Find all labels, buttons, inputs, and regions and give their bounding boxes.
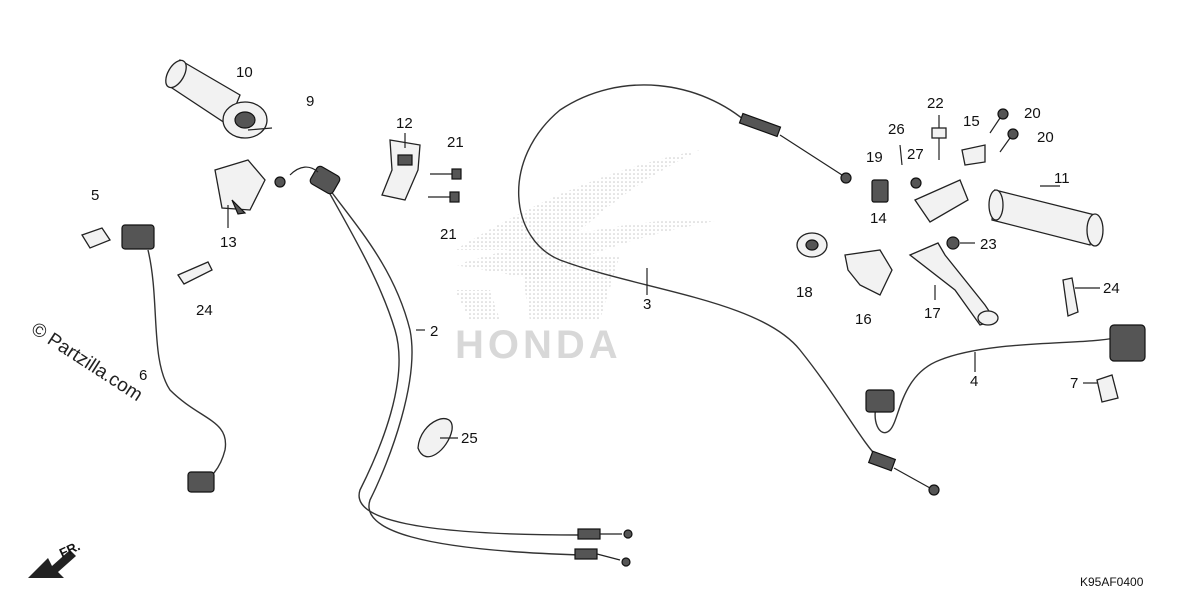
callout-4: 4 (970, 373, 978, 390)
bolt-20-lower (999, 128, 1019, 153)
cable-adjuster (274, 165, 341, 195)
callout-20-upper: 20 (1024, 105, 1041, 122)
throttle-housing-cover (214, 159, 266, 215)
nut-27 (910, 177, 922, 189)
callout-21-lower: 21 (440, 226, 457, 243)
honda-logo-text: HONDA (455, 323, 622, 367)
callout-16: 16 (855, 311, 872, 328)
left-switch-unit (1109, 324, 1146, 362)
callout-3: 3 (643, 296, 651, 313)
callout-10: 10 (236, 64, 253, 81)
callout-18: 18 (796, 284, 813, 301)
callout-17: 17 (924, 305, 941, 322)
throttle-housing (381, 139, 421, 201)
callout-6: 6 (139, 367, 147, 384)
lever-holder-16 (844, 249, 893, 296)
throttle-tube (222, 101, 268, 139)
callout-5: 5 (91, 187, 99, 204)
throttle-cable-b (329, 189, 581, 556)
partzilla-watermark: © Partzilla.com (27, 319, 146, 406)
clamp-5 (81, 227, 111, 249)
adjuster-19 (871, 179, 889, 203)
callout-23: 23 (980, 236, 997, 253)
callout-22: 22 (927, 95, 944, 112)
harness-connector-right (865, 389, 895, 413)
cable-end-lower (574, 548, 631, 567)
clamp-7 (1096, 374, 1119, 403)
bolt-20-upper (989, 108, 1009, 134)
clutch-cable-3 (517, 84, 881, 461)
throttle-grip (165, 59, 241, 126)
callout-21-upper: 21 (447, 134, 464, 151)
callout-24-right: 24 (1103, 280, 1120, 297)
honda-wing-logo (455, 150, 720, 320)
clutch-cable-upper-end (738, 112, 852, 184)
lever-bracket-14 (914, 179, 969, 223)
callout-12: 12 (396, 115, 413, 132)
nut-23 (946, 236, 960, 250)
harness-connector (187, 471, 215, 493)
callout-7: 7 (1070, 375, 1078, 392)
clutch-cable-lower-end (867, 450, 940, 496)
bolt-21-lower (428, 191, 460, 203)
callout-13: 13 (220, 234, 237, 251)
clutch-lever-17 (908, 242, 999, 326)
callout-9: 9 (306, 93, 314, 110)
callout-2: 2 (430, 323, 438, 340)
callout-25: 25 (461, 430, 478, 447)
callout-11: 11 (1054, 170, 1070, 187)
holder-18 (796, 232, 828, 258)
callout-20-lower: 20 (1037, 129, 1054, 146)
band-24-left (177, 261, 213, 285)
callout-27: 27 (907, 146, 924, 163)
left-grip (988, 189, 1104, 247)
callout-24-left: 24 (196, 302, 213, 319)
bracket-15 (961, 144, 986, 166)
leader-lines (227, 115, 1100, 439)
front-marker-label: FR. (57, 538, 82, 560)
diagram-code: K95AF0400 (1080, 575, 1144, 589)
callout-14: 14 (870, 210, 887, 227)
callout-19: 19 (866, 149, 883, 166)
band-24-right (1062, 277, 1079, 317)
front-arrow-icon (28, 550, 76, 578)
screw-26 (899, 144, 903, 166)
callout-26: 26 (888, 121, 905, 138)
switch-connector (121, 224, 155, 250)
switch-harness-6 (147, 249, 227, 486)
callout-15: 15 (963, 113, 980, 130)
switch-harness-4 (874, 337, 1116, 434)
cable-band-25 (417, 418, 453, 458)
throttle-cable-a (324, 184, 581, 536)
bolt-21-upper (430, 168, 462, 180)
pivot-bolt-22 (931, 127, 947, 160)
cable-end-upper (577, 528, 633, 540)
